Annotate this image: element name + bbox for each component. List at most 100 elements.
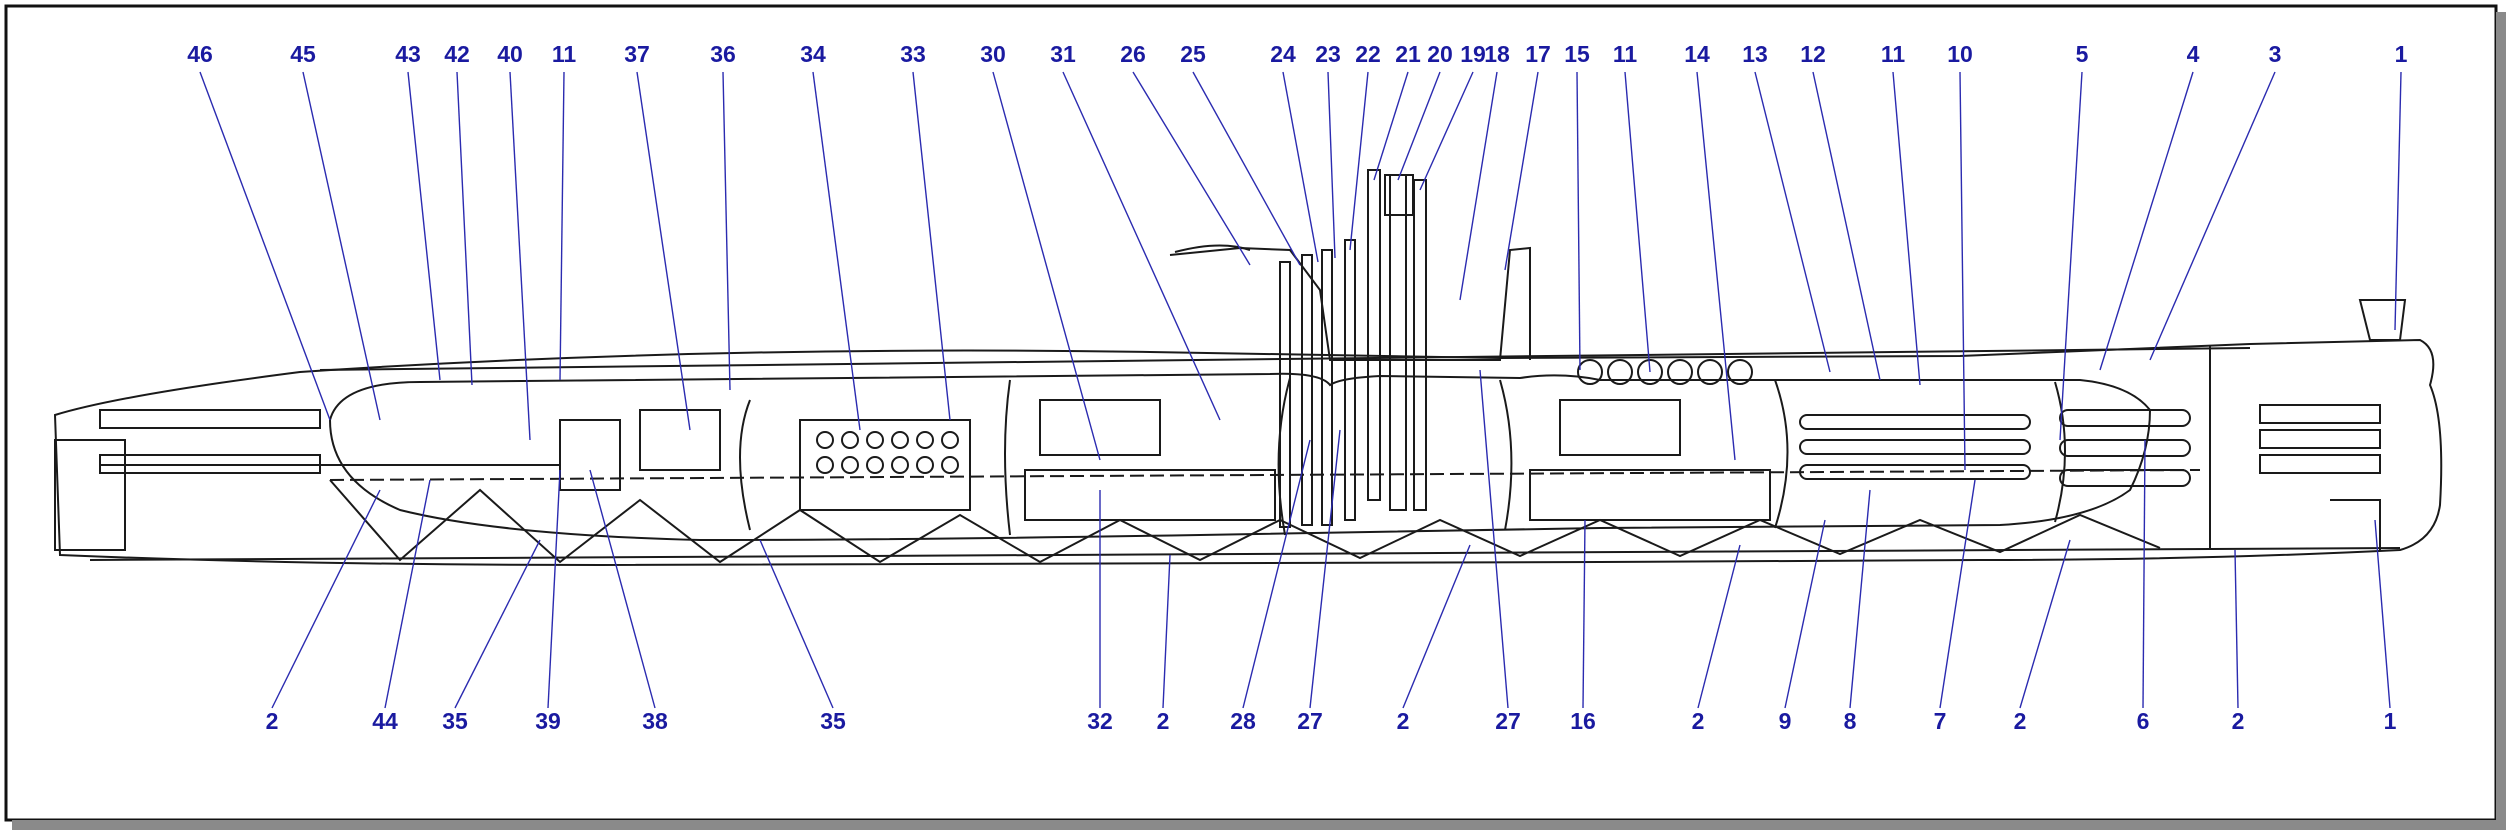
top-callout-19-leader: [1419, 71, 1474, 191]
top-callout-25-leader: [1192, 71, 1301, 266]
electric-motor: [639, 409, 721, 471]
mast-19: [1413, 179, 1427, 511]
bottom-callout-16: 16: [1570, 708, 1596, 734]
bow-tubes-lower: [2259, 454, 2381, 474]
top-callout-1: 1: [2395, 41, 2408, 67]
frame-shadow-bottom: [12, 820, 2506, 830]
top-callout-26-leader: [1132, 71, 1251, 266]
aft-torpedo-tube-1: [99, 409, 321, 429]
bottom-callout-35-leader: [759, 539, 834, 709]
top-callout-42: 42: [444, 41, 470, 67]
torpedo-reload-3: [1799, 464, 2031, 480]
bottom-callout-2: 2: [1397, 708, 1410, 734]
top-callout-45-leader: [302, 71, 381, 421]
top-callout-4: 4: [2187, 41, 2200, 67]
conning-tower: [1169, 246, 1531, 361]
top-callout-18: 18: [1484, 41, 1510, 67]
frame-border: [4, 4, 2498, 822]
bow-tubes-middle: [2259, 429, 2381, 449]
top-callout-25: 25: [1180, 41, 1206, 67]
aft-torpedo-tube-2: [99, 454, 321, 474]
bottom-callout-2-leader: [1162, 554, 1171, 709]
top-callout-24: 24: [1270, 41, 1296, 67]
top-callout-11: 11: [1613, 41, 1638, 67]
top-callout-40: 40: [497, 41, 523, 67]
keel-truss: [329, 479, 2161, 564]
bottom-callout-1-leader: [2374, 519, 2391, 709]
top-callout-23: 23: [1315, 41, 1341, 67]
top-callout-37: 37: [624, 41, 650, 67]
bottom-callout-9-leader: [1784, 519, 1826, 709]
top-callout-22: 22: [1355, 41, 1381, 67]
bottom-callout-35-leader: [454, 539, 541, 709]
top-callout-45: 45: [290, 41, 316, 67]
top-callout-18-leader: [1459, 71, 1498, 301]
bottom-callout-1: 1: [2384, 708, 2397, 734]
top-callout-3-leader: [2149, 71, 2276, 361]
bulkhead-aft: [739, 399, 751, 531]
bottom-callout-39-leader: [547, 469, 561, 709]
submarine-cutaway: [53, 169, 2443, 567]
bottom-callout-28: 28: [1230, 708, 1256, 734]
top-callout-20: 20: [1427, 41, 1453, 67]
bridge-fairing: [1174, 244, 1251, 253]
bottom-callout-8-leader: [1849, 489, 1871, 709]
bottom-callout-2-leader: [2234, 549, 2239, 709]
mast-25: [1279, 261, 1291, 528]
mast-22: [1344, 239, 1356, 521]
mast-23: [1321, 249, 1333, 526]
top-callout-37-leader: [636, 71, 691, 431]
generator: [559, 419, 621, 491]
bottom-callout-16-leader: [1582, 519, 1586, 709]
top-callout-14: 14: [1684, 41, 1710, 67]
bottom-callout-38: 38: [642, 708, 668, 734]
bulkhead-control-fwd: [1499, 379, 1513, 531]
frame-shadow-right: [2496, 12, 2506, 824]
battery-fwd: [1529, 469, 1771, 521]
torpedo-reload-2: [1799, 439, 2031, 455]
bottom-callout-2: 2: [1692, 708, 1705, 734]
top-callout-15: 15: [1564, 41, 1590, 67]
bulkhead-control-aft: [1277, 377, 1291, 536]
bottom-callout-2: 2: [1157, 708, 1170, 734]
bottom-callout-35: 35: [820, 708, 846, 734]
torpedo-tube-3: [2059, 469, 2191, 487]
keel-line: [89, 547, 2401, 561]
torpedo-tube-2: [2059, 439, 2191, 457]
periscope-head: [1384, 174, 1414, 216]
rudder: [54, 439, 126, 551]
bottom-callout-2: 2: [2232, 708, 2245, 734]
bottom-callout-35: 35: [442, 708, 468, 734]
top-callout-11-leader: [1892, 71, 1921, 386]
officers-quarters: [1559, 399, 1681, 456]
battery-aft: [1024, 469, 1276, 521]
top-callout-34-leader: [812, 71, 861, 431]
top-callout-30-leader: [992, 71, 1101, 461]
bottom-callout-6-leader: [2142, 439, 2146, 709]
diesel-engine: [799, 419, 971, 511]
bulkhead-engine: [1004, 379, 1011, 536]
diesel-cylinders: [816, 431, 959, 474]
deck-line: [319, 347, 2251, 371]
top-callout-10-leader: [1959, 71, 1966, 471]
capstan: [2358, 299, 2407, 341]
top-callout-3: 3: [2269, 41, 2282, 67]
top-callout-33: 33: [900, 41, 926, 67]
keel-truss-upper: [329, 469, 2201, 481]
bottom-callout-38-leader: [589, 469, 656, 709]
top-callout-11: 11: [1881, 41, 1906, 67]
top-callout-30: 30: [980, 41, 1006, 67]
top-callout-42-leader: [456, 71, 473, 386]
bottom-callout-32: 32: [1087, 708, 1113, 734]
top-callout-26: 26: [1120, 41, 1146, 67]
top-callout-5: 5: [2076, 41, 2089, 67]
top-callout-15-leader: [1576, 71, 1581, 371]
top-callout-10: 10: [1947, 41, 1973, 67]
bottom-callout-6: 6: [2137, 708, 2150, 734]
top-callout-23-leader: [1327, 71, 1336, 259]
top-callout-17-leader: [1504, 71, 1539, 271]
top-callout-34: 34: [800, 41, 826, 67]
top-callout-36-leader: [722, 71, 731, 391]
